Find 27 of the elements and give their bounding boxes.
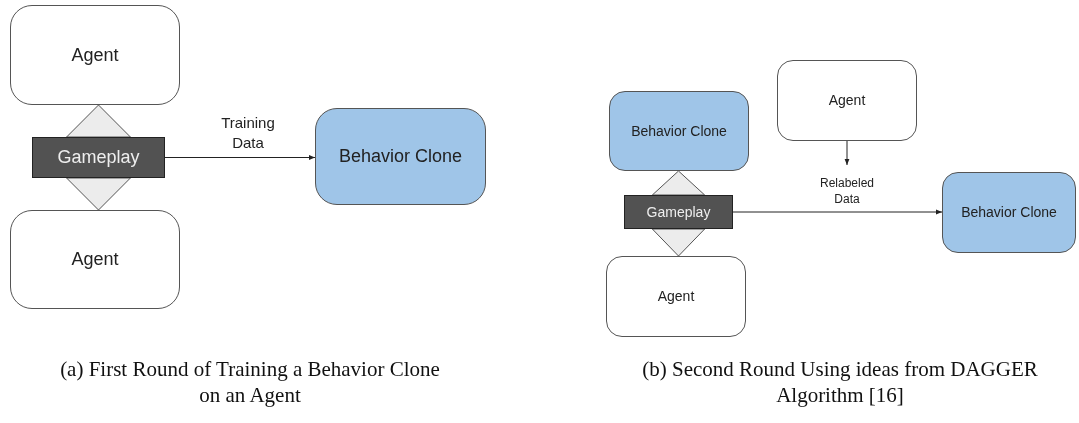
- node-label: Gameplay: [57, 146, 140, 169]
- rounded-box: [606, 256, 746, 337]
- rounded-box: [10, 210, 180, 309]
- node-label: Gameplay: [646, 202, 711, 222]
- node-label: Agent: [657, 287, 695, 306]
- block-arrow: [66, 104, 131, 138]
- rounded-box: [609, 91, 749, 171]
- node-label: Agent: [71, 43, 119, 67]
- rounded-box: [777, 60, 917, 141]
- process-bar: [624, 195, 733, 229]
- process-bar: [32, 137, 165, 178]
- rounded-box: [942, 172, 1076, 253]
- node-label: Behavior Clone: [631, 121, 727, 141]
- arrow: [844, 140, 850, 166]
- node-label: Behavior Clone: [961, 203, 1057, 222]
- arrow: [164, 155, 316, 160]
- arrow: [732, 209, 943, 215]
- block-arrow: [651, 170, 706, 196]
- caption: (a) First Round of Training a Behavior Clone on an Agent: [60, 356, 440, 408]
- caption: (b) Second Round Using ideas from DAGGER Algorithm [16]: [641, 356, 1039, 408]
- rounded-box: [10, 5, 180, 105]
- node-label: Agent: [71, 248, 119, 271]
- node-label: Agent: [828, 91, 866, 110]
- block-arrow: [66, 177, 131, 211]
- block-arrow: [651, 228, 706, 257]
- node-label: Behavior Clone: [338, 145, 463, 168]
- rounded-box: [315, 108, 486, 205]
